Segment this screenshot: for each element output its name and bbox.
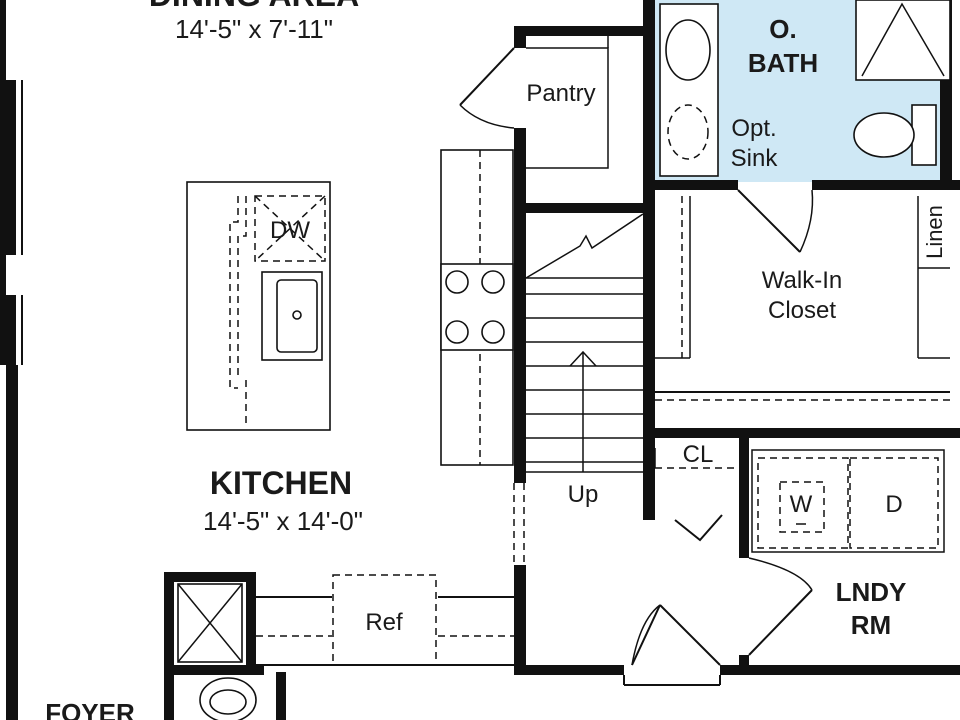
kitchen-island: DW bbox=[186, 181, 331, 431]
bath-name-line1: O. bbox=[769, 14, 796, 44]
pantry-label: Pantry bbox=[526, 80, 595, 107]
laundry-label-line2: RM bbox=[851, 610, 891, 640]
thin-lines bbox=[21, 36, 950, 686]
room-labels: DINING AREA 14'-5" x 7'-11" KITCHEN 14'-… bbox=[45, 0, 947, 720]
foyer-closet bbox=[177, 583, 257, 720]
kitchen-room-dims: 14'-5" x 14'-0" bbox=[203, 506, 363, 536]
refrigerator-label: Ref bbox=[365, 609, 403, 636]
foyer-label: FOYER bbox=[45, 698, 135, 720]
closet-label-line2: Closet bbox=[768, 297, 836, 324]
washer-label: W bbox=[790, 491, 813, 518]
laundry-label-line1: LNDY bbox=[836, 577, 907, 607]
dryer-label: D bbox=[885, 491, 902, 518]
stairs: Up bbox=[525, 213, 644, 508]
bath-fixtures bbox=[659, 0, 951, 177]
opt-sink-line1: Opt. bbox=[731, 115, 776, 142]
kitchen-room-name: KITCHEN bbox=[210, 465, 352, 501]
stairs-up-label: Up bbox=[568, 481, 599, 508]
laundry-appliances: W D bbox=[751, 449, 945, 553]
linen-label: Linen bbox=[922, 205, 947, 259]
doors bbox=[459, 47, 814, 666]
dishwasher-label: DW bbox=[270, 217, 310, 244]
range-counter bbox=[440, 149, 514, 466]
dining-room-name: DINING AREA bbox=[149, 0, 359, 13]
dining-room-dims: 14'-5" x 7'-11" bbox=[175, 14, 333, 44]
opt-sink-line2: Sink bbox=[731, 145, 779, 172]
bottom-counter: Ref bbox=[256, 574, 514, 666]
bath-name-line2: BATH bbox=[748, 48, 818, 78]
closet-label-line1: Walk-In bbox=[762, 267, 842, 294]
cl-label: CL bbox=[683, 441, 714, 468]
